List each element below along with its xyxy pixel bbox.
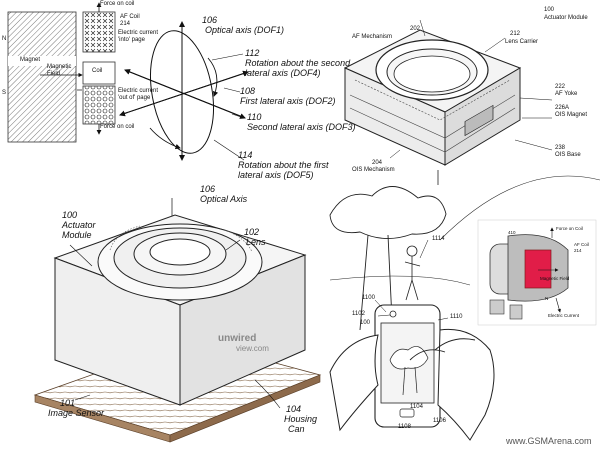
ref-212-label: 212	[510, 31, 521, 37]
module-optical-axis-label: Optical Axis	[200, 194, 248, 204]
camera-module-drawing	[33, 198, 322, 443]
force-on-coil-bottom-label: Force on coil	[100, 124, 135, 130]
ref-101-label: 101	[60, 398, 76, 408]
ref-1106-label: 1106	[433, 418, 446, 424]
module-ref-106: 106	[200, 184, 216, 194]
coil-inset-drawing	[477, 219, 597, 326]
housing-label: Housing	[284, 414, 318, 424]
current-out-of-page-label: Electric current 'out of' page	[118, 88, 159, 101]
ois-magnet-label: OIS Magnet	[555, 112, 588, 118]
magnet-pole-s-label: S	[2, 90, 7, 96]
ref-102-label: 102	[244, 227, 260, 237]
lens-label: Lens	[246, 237, 266, 247]
unwired-watermark-1: unwired	[218, 333, 257, 344]
phone-ref-100-label: 100	[360, 320, 371, 326]
image-sensor-label: Image Sensor	[48, 408, 105, 418]
magnet-pole-n-label: N	[2, 36, 7, 42]
ois-base-label: OIS Base	[555, 152, 581, 158]
ref-1104-label: 1104	[410, 404, 423, 410]
magnet-label: Magnet	[20, 57, 41, 64]
smartphone-scene-drawing	[329, 175, 600, 441]
lens-carrier-label: Lens Carrier	[505, 39, 539, 45]
optical-axis-dof1-label: Optical axis (DOF1)	[205, 25, 285, 35]
ref-202-label: 202	[410, 26, 421, 32]
ref-104-label: 104	[286, 404, 302, 414]
ref-114-label: 114	[238, 150, 253, 160]
af-coil-ref: 214	[120, 21, 131, 27]
ref-108-label: 108	[240, 86, 256, 96]
af-mechanism-label: AF Mechanism	[352, 34, 393, 40]
coil-magnet-diagram	[7, 2, 116, 143]
ref-1110-label: 1110	[450, 314, 463, 320]
actuator-module-label-1: Actuator	[62, 220, 96, 230]
af-coil-label: AF Coil	[120, 14, 140, 20]
ref-1114-label: 1114	[432, 236, 445, 242]
ois-mechanism-label: OIS Mechanism	[352, 167, 395, 173]
inset-af-coil: AF Coil	[574, 242, 589, 247]
actuator-ref-100: 100	[544, 7, 555, 13]
actuator-module-label-2: Module	[62, 230, 92, 240]
ref-226a-label: 226A	[555, 105, 570, 111]
module-ref-100: 100	[62, 210, 78, 220]
force-on-coil-top-label: Force on coil	[100, 1, 135, 7]
ref-1102-label: 1102	[352, 311, 365, 317]
ref-238-label: 238	[555, 145, 566, 151]
second-lateral-axis-label: Second lateral axis (DOF3)	[247, 122, 356, 132]
coil-label: Coil	[92, 68, 103, 74]
dof-axes-diagram	[119, 21, 249, 161]
inset-electric-current: Electric Current	[548, 313, 580, 318]
first-lateral-axis-label: First lateral axis (DOF2)	[240, 96, 336, 106]
ref-222-label: 222	[555, 84, 566, 90]
ref-106-axis: 106	[202, 15, 218, 25]
ref-110-label: 110	[247, 112, 262, 122]
ref-112-label: 112	[245, 48, 260, 58]
inset-magnetic-field: Magnetic Field	[540, 276, 570, 281]
rotation-second-label-2: lateral axis (DOF4)	[245, 68, 321, 78]
current-into-page-label: Electric current 'into' page	[118, 30, 159, 43]
rotation-first-label-1: Rotation about the first	[238, 160, 329, 170]
actuator-module-drawing	[343, 19, 553, 185]
unwired-watermark-2: view.com	[236, 344, 269, 353]
af-yoke-label: AF Yoke	[555, 91, 578, 97]
can-label: Can	[288, 424, 305, 434]
rotation-second-label-1: Rotation about the second	[245, 58, 351, 68]
inset-af-coil-ref: 214	[574, 248, 582, 253]
inset-ref-410: 410	[508, 230, 516, 235]
ref-1108-label: 1108	[398, 424, 411, 430]
rotation-first-label-2: lateral axis (DOF5)	[238, 170, 314, 180]
actuator-module-title: Actuator Module	[544, 15, 588, 21]
inset-force-on-coil: Force on Coil	[556, 226, 583, 231]
inset-pole-n: N	[545, 296, 549, 301]
gsmarena-watermark: www.GSMArena.com	[506, 436, 592, 446]
magnetic-field-label: Magnetic Field	[47, 64, 72, 77]
ref-204-label: 204	[372, 160, 383, 166]
ref-1100-label: 1100	[362, 295, 375, 301]
